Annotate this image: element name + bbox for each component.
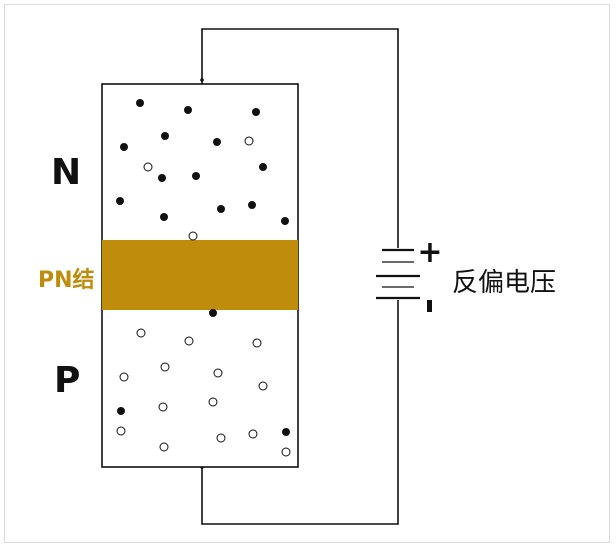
electron xyxy=(120,143,128,151)
hole xyxy=(184,336,194,346)
electron xyxy=(259,163,267,171)
hole xyxy=(216,433,226,443)
electron xyxy=(160,213,168,221)
hole xyxy=(188,231,198,241)
pn-junction-label: PN结 xyxy=(38,268,95,293)
battery-symbol xyxy=(376,248,420,300)
electron xyxy=(248,201,256,209)
p-region-label: P xyxy=(54,360,81,401)
hole xyxy=(258,381,268,391)
electron xyxy=(136,99,144,107)
hole xyxy=(252,338,262,348)
wire-bottom xyxy=(201,300,399,525)
electron xyxy=(281,217,289,225)
electron xyxy=(116,197,124,205)
electron xyxy=(217,205,225,213)
hole xyxy=(119,372,129,382)
wire-top xyxy=(201,28,399,248)
electron xyxy=(184,106,192,114)
pn-junction-band xyxy=(102,240,298,310)
hole xyxy=(143,162,153,172)
n-region-carriers xyxy=(116,99,289,241)
electron xyxy=(209,309,217,317)
electron xyxy=(252,108,260,116)
electron xyxy=(158,174,166,182)
hole xyxy=(160,362,170,372)
wire-junction-dot xyxy=(200,78,204,82)
p-region-carriers xyxy=(116,328,291,457)
reverse-bias-label: 反偏电压 xyxy=(452,268,557,298)
electron xyxy=(117,407,125,415)
n-region-label: N xyxy=(51,152,82,193)
hole xyxy=(244,136,254,146)
hole xyxy=(136,328,146,338)
hole xyxy=(213,368,223,378)
electron xyxy=(161,132,169,140)
electron xyxy=(282,428,290,436)
circuit-wires xyxy=(201,28,399,525)
electron xyxy=(192,172,200,180)
hole xyxy=(116,426,126,436)
hole xyxy=(281,447,291,457)
minus-sign xyxy=(427,300,432,312)
plus-sign: + xyxy=(417,235,442,270)
hole xyxy=(208,397,218,407)
electron xyxy=(213,138,221,146)
hole xyxy=(248,429,258,439)
hole xyxy=(159,442,169,452)
hole xyxy=(158,402,168,412)
